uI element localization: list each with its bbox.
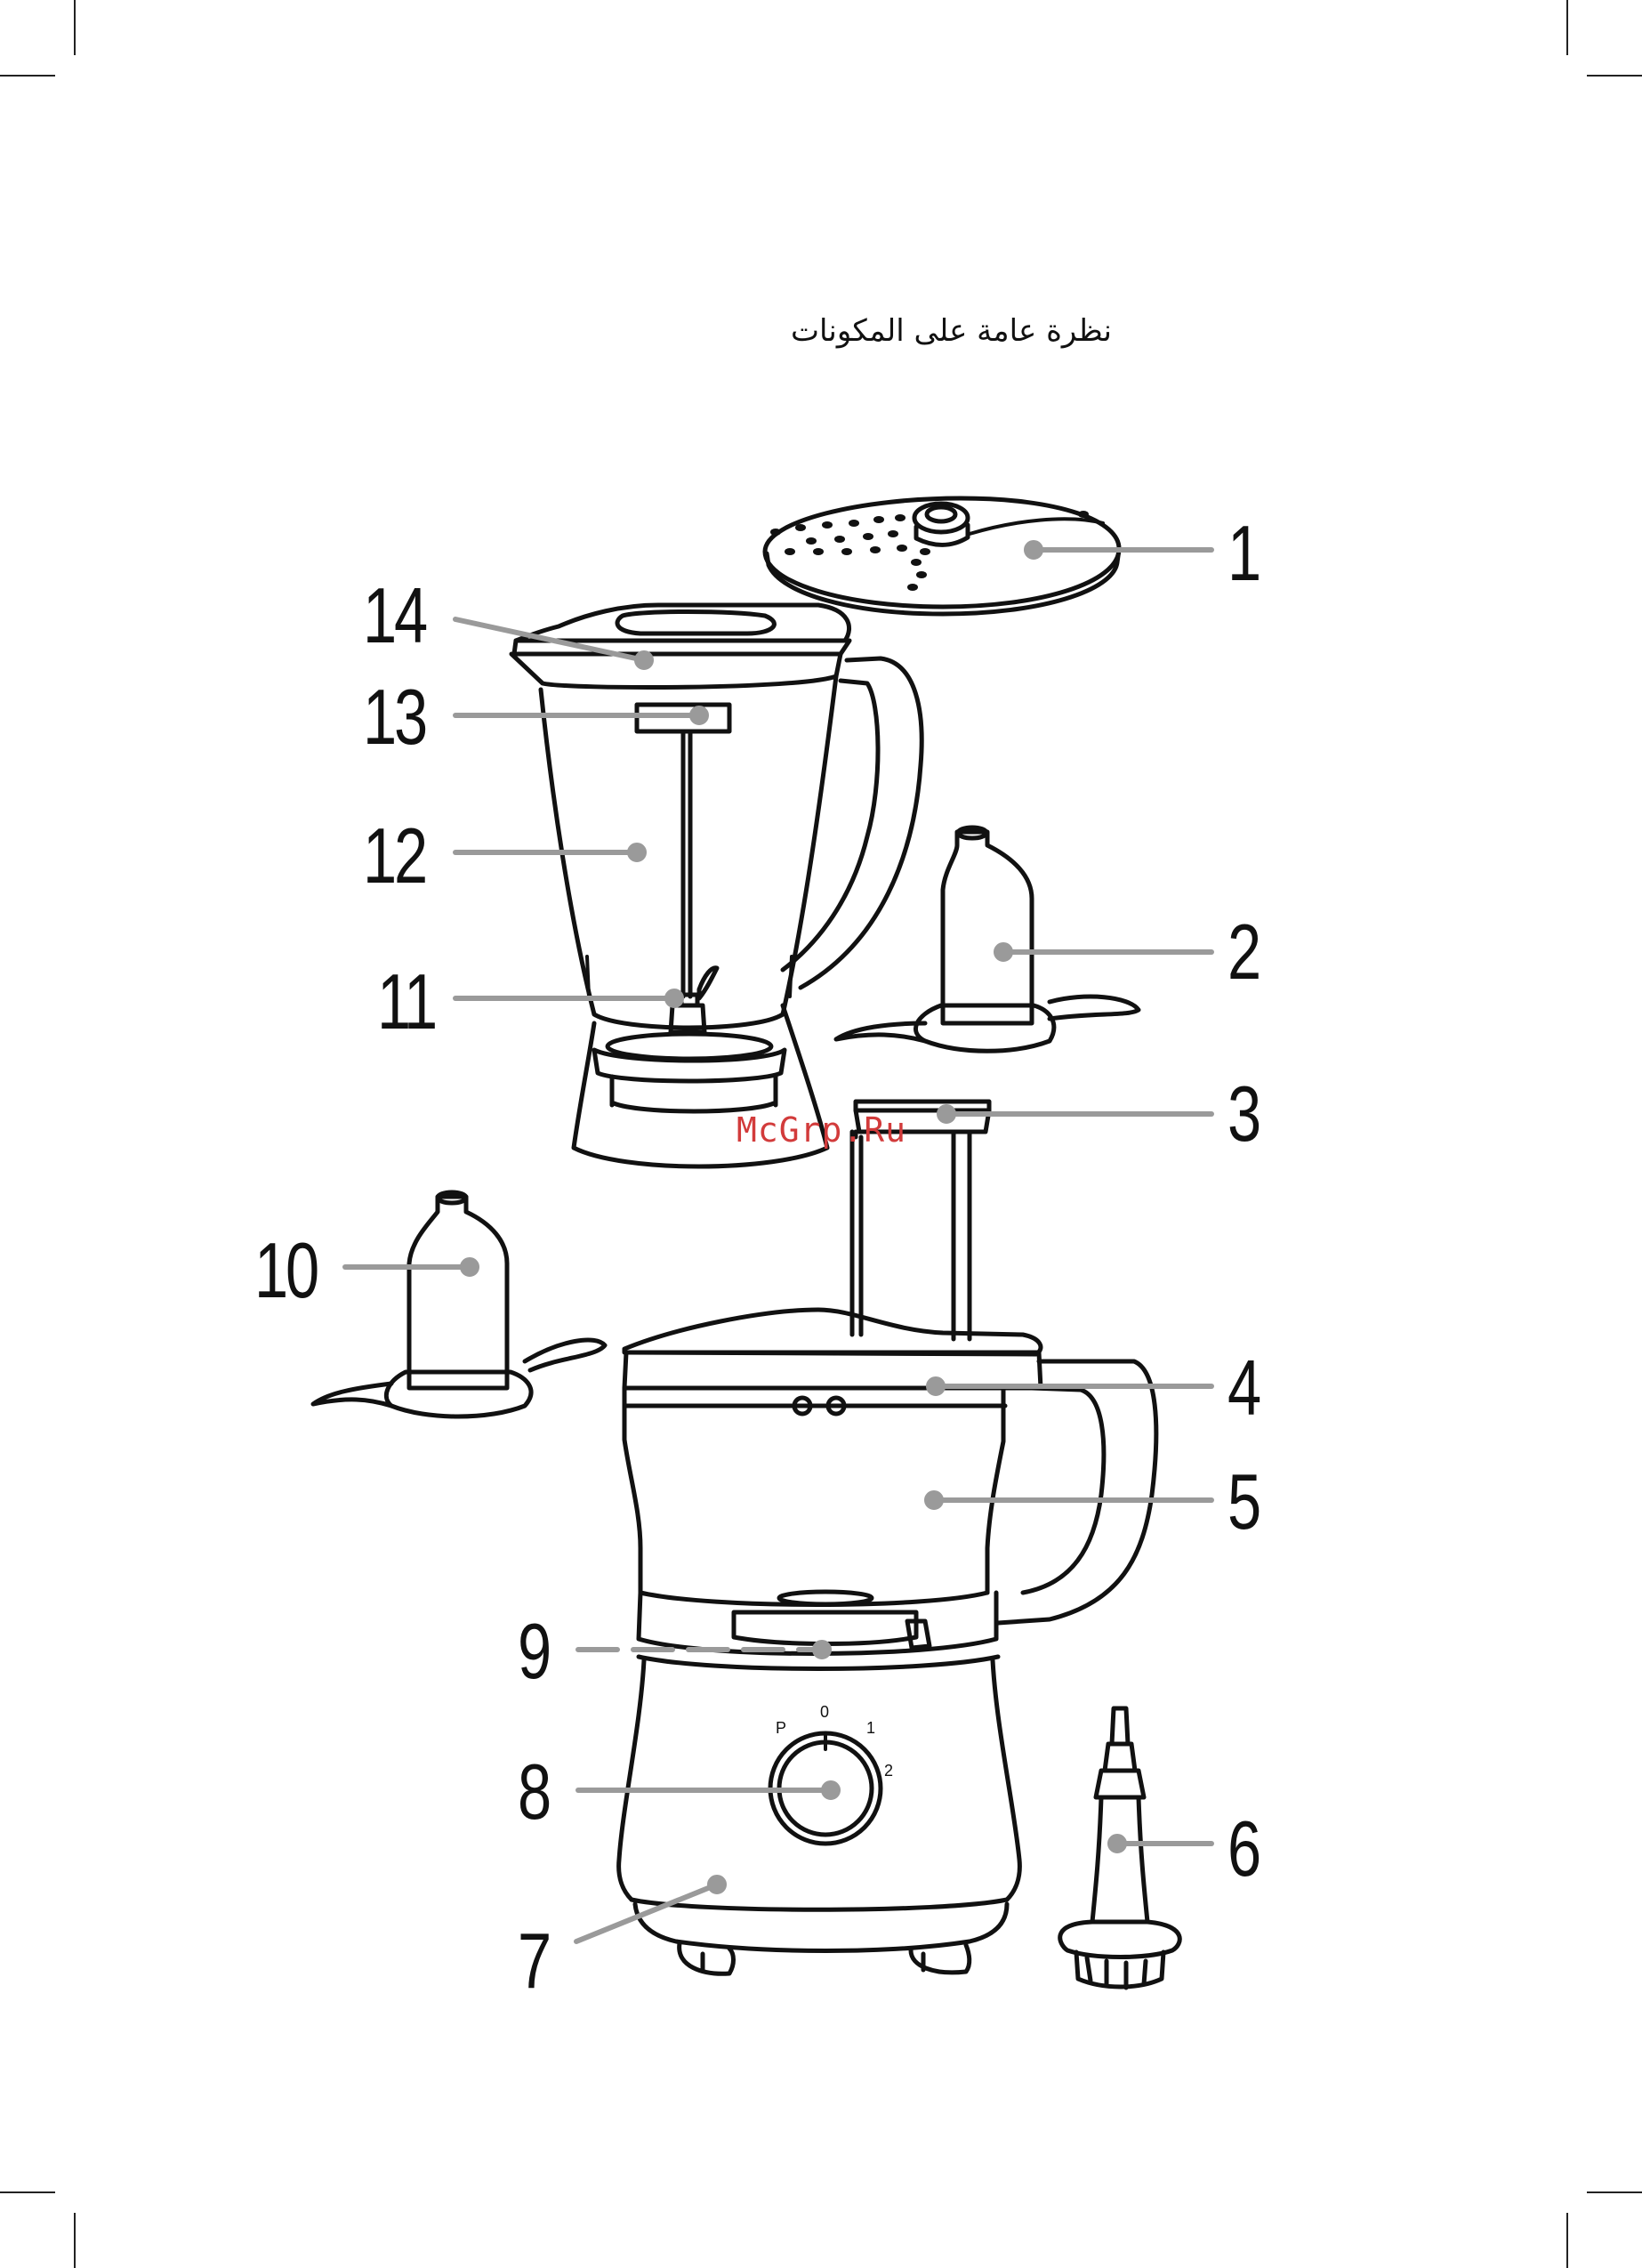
processor-bowl-icon xyxy=(624,1310,1156,1654)
slicing-disc-icon xyxy=(765,498,1119,614)
watermark: McGrp.Ru xyxy=(736,1110,906,1150)
part-number-9: 9 xyxy=(518,1612,549,1691)
part-number-13: 13 xyxy=(363,678,425,756)
part-number-12: 12 xyxy=(363,817,425,895)
part-number-1: 1 xyxy=(1227,514,1259,593)
part-number-6: 6 xyxy=(1227,1810,1259,1888)
part-number-2: 2 xyxy=(1227,913,1259,991)
chopping-blade-icon xyxy=(313,1192,605,1416)
chopping-blade-icon xyxy=(836,827,1139,1051)
part-number-14: 14 xyxy=(363,577,425,655)
dial-label-0: 0 xyxy=(820,1703,829,1721)
dial-label-2: 2 xyxy=(884,1762,893,1780)
part-number-3: 3 xyxy=(1227,1075,1259,1153)
part-number-8: 8 xyxy=(518,1753,549,1831)
part-number-5: 5 xyxy=(1227,1463,1259,1541)
blender-jug-icon xyxy=(511,605,922,1166)
motor-base-icon xyxy=(619,1657,1020,1973)
dial-label-p: P xyxy=(776,1719,786,1737)
dial-label-1: 1 xyxy=(866,1719,875,1737)
part-number-11: 11 xyxy=(377,963,435,1041)
part-number-10: 10 xyxy=(254,1231,317,1310)
part-number-4: 4 xyxy=(1227,1349,1259,1427)
part-number-7: 7 xyxy=(518,1922,549,2000)
